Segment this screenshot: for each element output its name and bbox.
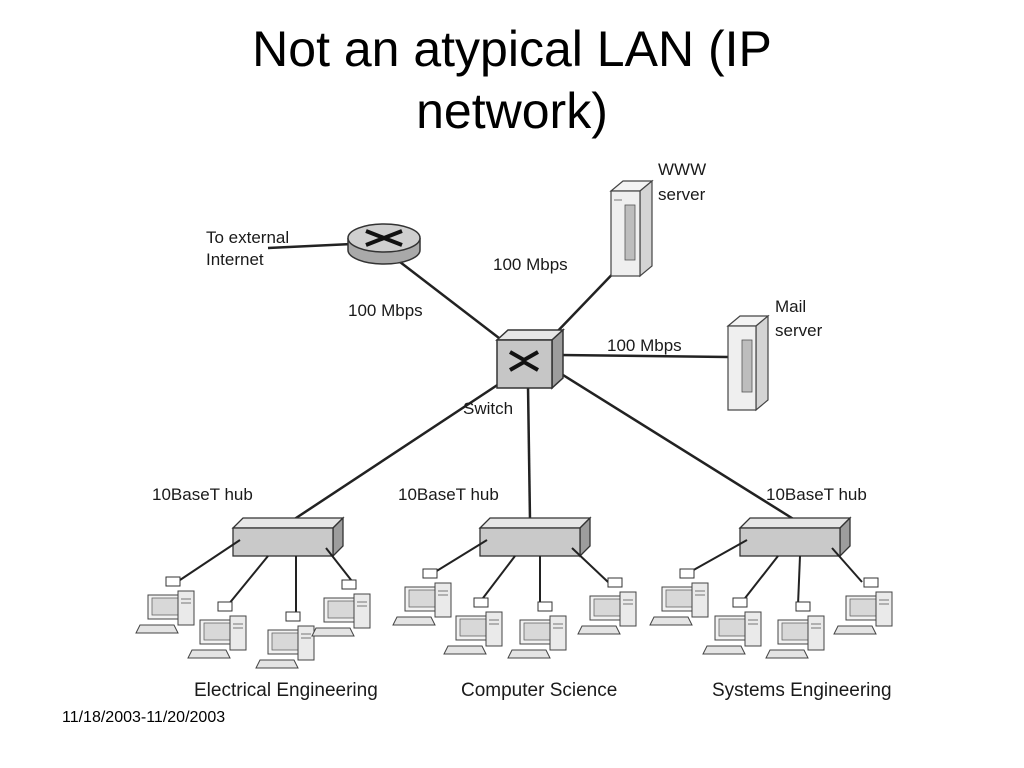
pc-se-3 xyxy=(765,601,825,659)
switch-label: Switch xyxy=(463,399,513,418)
hub-icon-se xyxy=(738,516,852,558)
external-link-line xyxy=(267,242,353,250)
pc-se-2 xyxy=(702,597,762,655)
hub-link-cs xyxy=(526,385,532,521)
title-line-1: Not an atypical LAN (IP xyxy=(252,21,772,77)
slide-title: Not an atypical LAN (IP network) xyxy=(0,18,1024,142)
pc-cs-3 xyxy=(507,601,567,659)
switch-icon xyxy=(495,328,565,390)
mail-server-link xyxy=(559,353,729,359)
se-pc-links xyxy=(689,539,863,606)
hub-label-cs: 10BaseT hub xyxy=(398,485,499,504)
www-server-icon xyxy=(609,179,654,278)
pc-ee-2 xyxy=(187,601,247,659)
www-label-1: WWW xyxy=(658,160,706,179)
external-label-2: Internet xyxy=(206,250,264,269)
router-icon xyxy=(347,223,421,265)
www-label-2: server xyxy=(658,185,706,204)
pc-se-4 xyxy=(833,577,893,635)
pc-cs-1 xyxy=(392,568,452,626)
mail-server-icon xyxy=(726,314,770,412)
cs-pc-links xyxy=(434,539,609,605)
pc-ee-1 xyxy=(135,576,195,634)
mail-label-1: Mail xyxy=(775,297,806,316)
hub-icon-cs xyxy=(478,516,592,558)
external-label-1: To external xyxy=(206,228,289,247)
pc-se-1 xyxy=(649,568,709,626)
router-link-speed: 100 Mbps xyxy=(348,301,423,320)
footer-date: 11/18/2003-11/20/2003 xyxy=(62,709,226,726)
pc-cs-4 xyxy=(577,577,637,635)
hub-link-se xyxy=(554,368,796,522)
dept-label-se: Systems Engineering xyxy=(712,680,892,701)
ee-pc-links xyxy=(179,539,356,615)
pc-ee-4 xyxy=(311,579,371,637)
mail-label-2: server xyxy=(775,321,823,340)
mail-link-speed: 100 Mbps xyxy=(607,336,682,355)
hub-label-ee: 10BaseT hub xyxy=(152,485,253,504)
dept-label-cs: Computer Science xyxy=(461,680,617,701)
router-switch-link xyxy=(399,261,513,349)
www-link-speed: 100 Mbps xyxy=(493,255,568,274)
dept-label-ee: Electrical Engineering xyxy=(194,680,378,701)
pc-ee-3 xyxy=(255,611,315,669)
hub-label-se: 10BaseT hub xyxy=(766,485,867,504)
hub-link-ee xyxy=(289,378,506,524)
pc-cs-2 xyxy=(443,597,503,655)
hub-icon-ee xyxy=(231,516,345,558)
title-line-2: network) xyxy=(416,83,608,139)
